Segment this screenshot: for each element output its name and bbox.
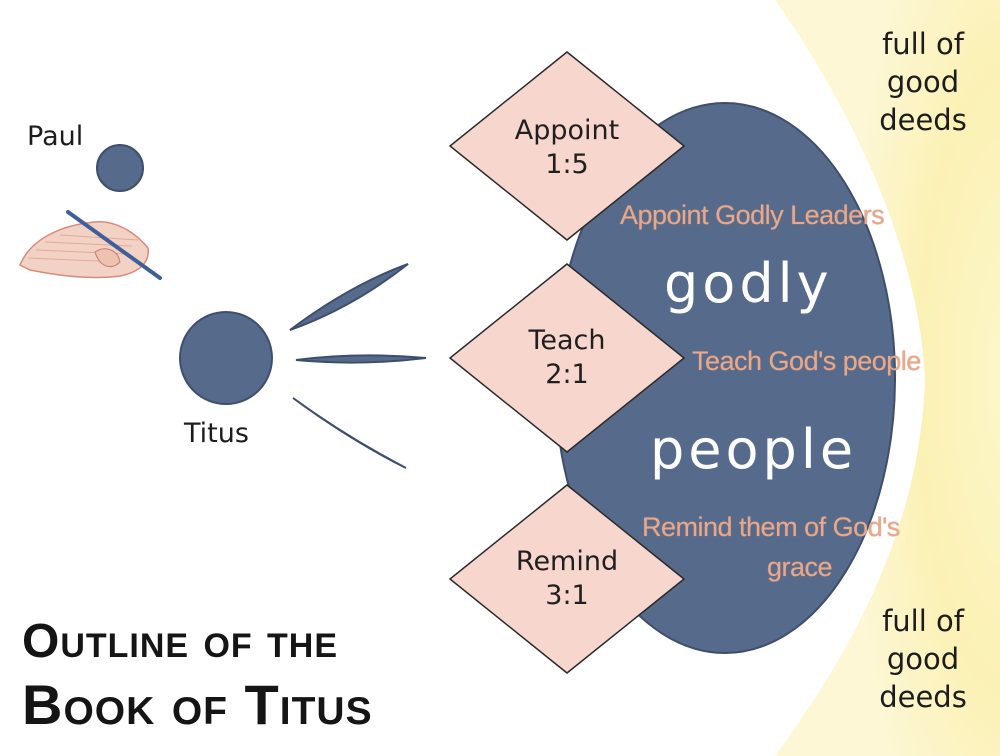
- titus-circle: [179, 311, 273, 405]
- deeds-bottom: full of good deeds: [868, 602, 978, 716]
- glow-area: [775, 0, 1000, 756]
- deeds-top: full of good deeds: [868, 25, 978, 139]
- title-line1: Outline of the: [22, 615, 338, 668]
- diamond-teach-label: Teach 2:1: [497, 324, 637, 392]
- spindle-middle: [295, 354, 427, 364]
- deeds-top-line1: full of: [882, 27, 964, 61]
- deeds-top-line3: deeds: [879, 103, 967, 137]
- deeds-top-line2: good: [886, 65, 960, 99]
- spindle-lower: [292, 397, 407, 469]
- paul-circle: [96, 144, 144, 192]
- appoint-ref: 1:5: [545, 149, 589, 180]
- word-people: people: [650, 418, 858, 481]
- word-godly: godly: [664, 252, 833, 315]
- remind-summary-line1: Remind them of God's: [642, 512, 900, 542]
- teach-summary: Teach God's people: [692, 346, 921, 376]
- deeds-bottom-line3: deeds: [879, 680, 967, 714]
- teach-ref: 2:1: [545, 359, 589, 390]
- writing-hand-icon: [19, 210, 162, 280]
- titus-label: Titus: [184, 418, 249, 449]
- diamond-teach: [448, 263, 686, 453]
- deeds-bottom-line1: full of: [882, 604, 964, 638]
- deeds-bottom-line2: good: [886, 642, 960, 676]
- appoint-summary: Appoint Godly Leaders: [620, 200, 885, 230]
- remind-ref: 3:1: [545, 580, 589, 611]
- appoint-name: Appoint: [514, 115, 620, 146]
- paul-label: Paul: [27, 121, 84, 152]
- spindle-upper: [289, 263, 409, 331]
- diamond-remind-label: Remind 3:1: [497, 545, 637, 613]
- teach-name: Teach: [528, 325, 606, 356]
- diamond-appoint-label: Appoint 1:5: [497, 114, 637, 182]
- remind-summary-line2: grace: [767, 552, 833, 582]
- title-line2: Book of Titus: [22, 673, 373, 736]
- diamond-appoint: [448, 51, 686, 241]
- diamond-remind: [448, 484, 686, 674]
- remind-name: Remind: [515, 546, 619, 577]
